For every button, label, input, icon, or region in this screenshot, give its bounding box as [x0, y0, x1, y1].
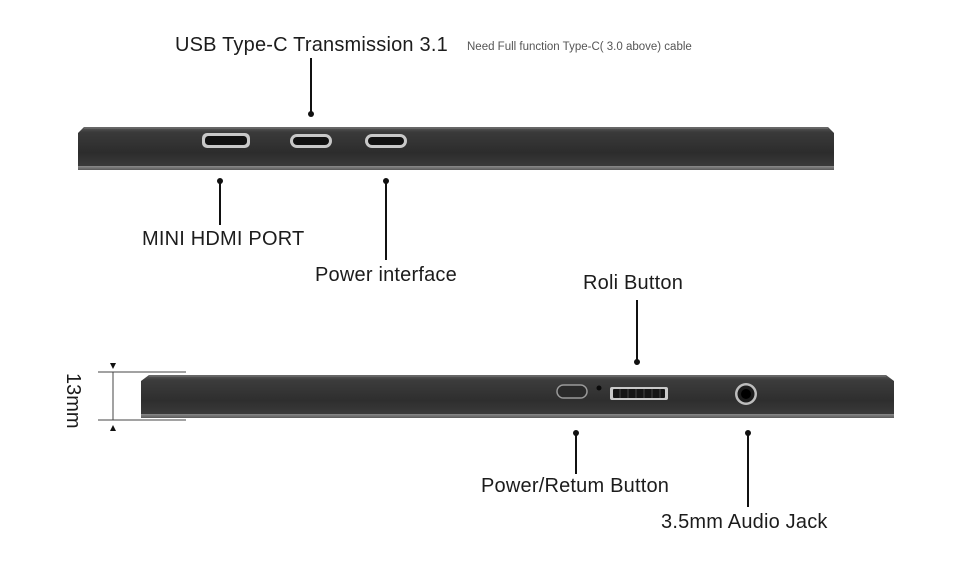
audio-jack-leader-line	[747, 433, 749, 507]
power-return-button-label: Power/Retum Button	[481, 475, 670, 497]
power-button-leader-line	[575, 433, 577, 474]
audio-jack-icon	[735, 383, 757, 405]
roll-button-leader-dot	[634, 359, 640, 365]
usb-typec-label: USB Type-C Transmission 3.1	[175, 34, 448, 56]
usb-typec-leader-dot	[308, 111, 314, 117]
usb-typec-leader-line	[310, 58, 312, 113]
usb-c-port-icon	[290, 134, 332, 148]
usb-c-power-port-icon	[365, 134, 407, 148]
mini-hdmi-label: MINI HDMI PORT	[142, 228, 305, 250]
power-button-icon	[556, 384, 588, 399]
thickness-label: 13mm	[62, 373, 84, 429]
roll-button-icon	[610, 387, 668, 400]
power-interface-label: Power interface	[315, 264, 457, 286]
usb-cable-note: Need Full function Type-C( 3.0 above) ca…	[467, 41, 692, 53]
indicator-light-icon	[596, 385, 602, 391]
thickness-dimension-marker	[98, 363, 186, 431]
power-interface-leader-line	[385, 181, 387, 260]
roll-button-label: Roli Button	[583, 272, 684, 294]
audio-jack-label: 3.5mm Audio Jack	[661, 511, 828, 533]
mini-hdmi-leader-line	[219, 181, 221, 225]
mini-hdmi-port-icon	[202, 133, 250, 148]
roll-button-leader-line	[636, 300, 638, 362]
